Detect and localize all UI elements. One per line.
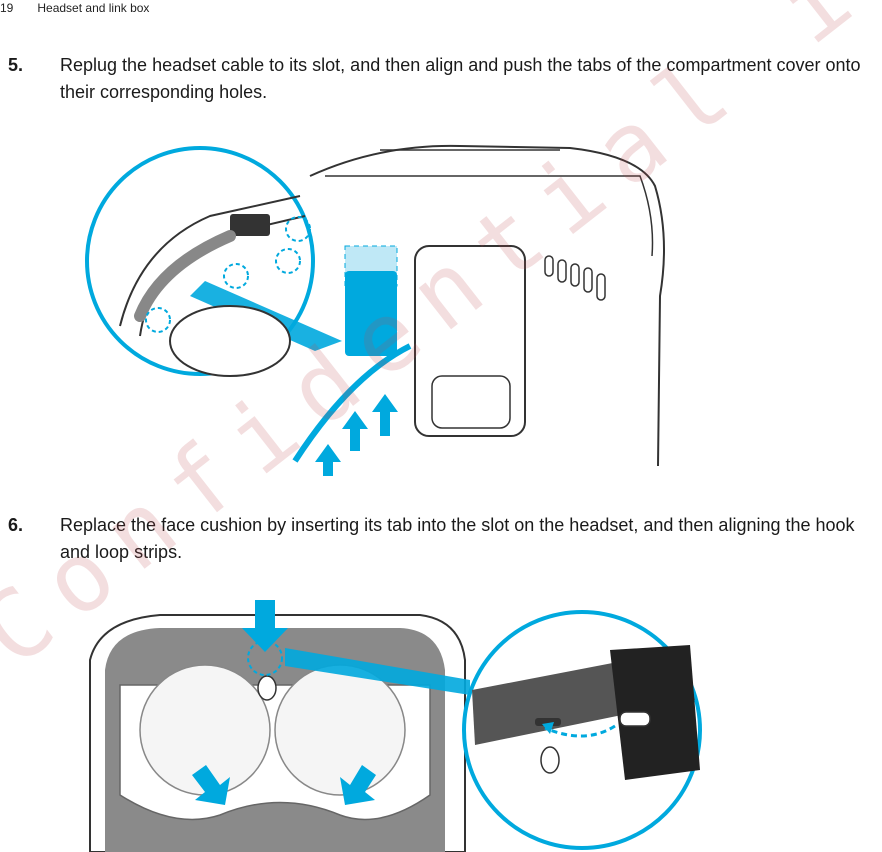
compartment-cover: [345, 271, 397, 356]
dashed-circle-marker: [247, 640, 283, 676]
headset-outline: [309, 144, 665, 467]
cover-edge: [292, 343, 412, 463]
step-number: 5.: [8, 55, 24, 75]
dashed-circle-marker: [145, 216, 311, 333]
up-arrow-icon: [315, 394, 398, 476]
headset-cable: [134, 230, 236, 322]
step-text: Replace the face cushion by inserting it…: [60, 515, 855, 562]
step-text: Replug the headset cable to its slot, an…: [60, 55, 861, 102]
cable-port: [230, 214, 270, 236]
cushion-edge: [610, 645, 700, 780]
face-cushion-illustration: [89, 600, 702, 852]
right-lens: [274, 664, 406, 796]
cushion-tab: [619, 711, 651, 727]
insertion-path: [544, 724, 616, 738]
headset-slot: [535, 718, 561, 726]
page-number: 19: [0, 1, 14, 15]
compartment-cover-illustration: [85, 144, 665, 476]
down-arrow-icon: [192, 600, 376, 805]
section-title: Headset and link box: [37, 1, 150, 15]
page-header: 19 Headset and link box: [0, 0, 149, 20]
step-number: 6.: [8, 515, 24, 535]
